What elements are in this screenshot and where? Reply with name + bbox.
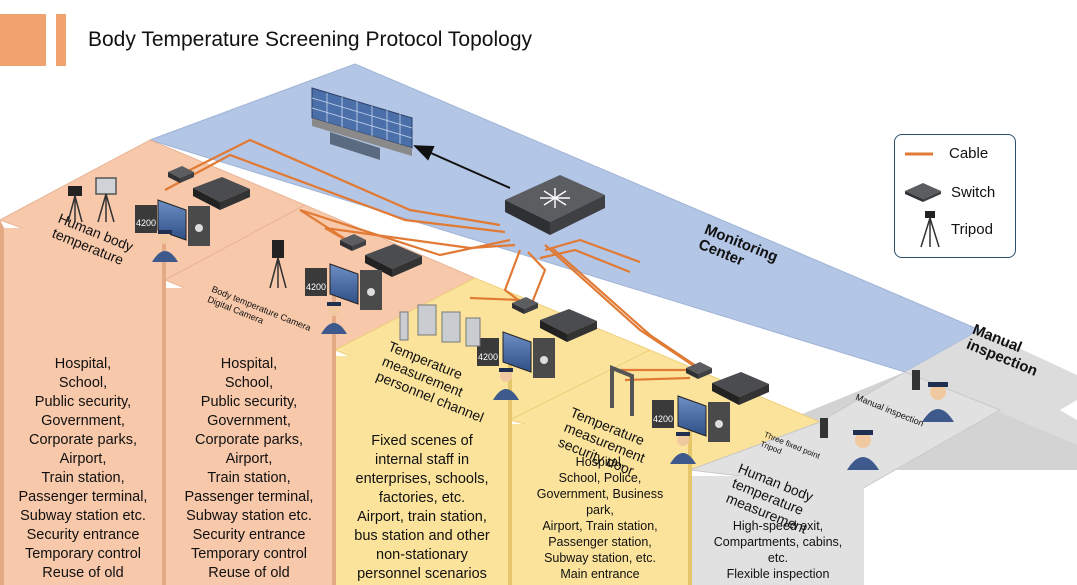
switch-icon-zone4 (686, 362, 712, 379)
column-2-text: Hospital, School, Public security, Governme… (166, 355, 332, 583)
cable-legend-icon (905, 152, 933, 155)
switch-icon-zone1 (168, 166, 194, 183)
column-line: Compartments, cabins, (713, 535, 843, 549)
legend-item-tripod: Tripod (903, 209, 993, 249)
legend-label-tripod: Tripod (951, 220, 993, 238)
guard-person-manual-2 (847, 430, 879, 470)
column-line: personnel scenarios (357, 566, 487, 582)
device-label-4200-4: 4200 (653, 414, 674, 424)
tripod-camera-zone1 (67, 177, 117, 223)
workstation-zone4 (652, 395, 730, 442)
page-title: Body Temperature Screening Protocol Topo… (88, 28, 532, 51)
column-line: Subway station, etc. (544, 551, 656, 565)
guard-person-zone2 (321, 302, 347, 334)
column-line: Public security, (34, 394, 132, 410)
column-line: Flexible inspection (726, 567, 830, 581)
nvr-box-zone4 (712, 372, 769, 405)
legend-label-cable: Cable (949, 145, 989, 162)
column-4-front (512, 424, 688, 585)
column-line: Subway station etc. (186, 508, 312, 524)
column-line: Government, (207, 413, 291, 429)
switch-icon-zone3 (512, 297, 538, 314)
column-line: enterprises, schools, (355, 471, 489, 487)
column-line: factories, etc. (378, 490, 466, 506)
guard-person-zone1 (152, 230, 178, 262)
column-line: Corporate parks, (195, 432, 303, 448)
guard-person-zone3 (493, 368, 519, 400)
legend-label-switch: Switch (951, 183, 996, 201)
title-accent-bar (56, 14, 66, 66)
column-line: Security entrance (192, 527, 306, 543)
column-line: Temporary control (190, 546, 308, 562)
column-line: Corporate parks, (29, 432, 137, 448)
tripod-legend-icon (920, 211, 940, 248)
column-line: Fixed scenes of (371, 433, 473, 449)
column-line: Hospital, (220, 356, 278, 372)
workstation-zone3 (477, 331, 555, 378)
column-1-front (4, 228, 162, 585)
guard-person-manual-1 (922, 382, 954, 422)
device-label-4200-1: 4200 (136, 218, 157, 228)
column-line: Hospital, (54, 356, 112, 372)
turnstile-gates-icon (399, 304, 481, 347)
column-line: Main entrance (560, 567, 640, 581)
column-line: Airport, Train station, (542, 519, 658, 533)
legend-item-cable: Cable (903, 145, 988, 162)
device-label-4200-3: 4200 (478, 352, 499, 362)
nvr-box-zone1 (193, 177, 250, 210)
column-line: Airport, train station, (357, 509, 487, 525)
device-label-4200-2: 4200 (306, 282, 327, 292)
column-line: Train station, (207, 470, 291, 486)
legend-box: Cable Switch Tripod (894, 134, 1016, 258)
column-line: Government, (41, 413, 125, 429)
column-line: School, Police, (558, 471, 642, 485)
column-line: Public security, (200, 394, 298, 410)
column-line: bus station and other (354, 528, 490, 544)
column-3-text: Fixed scenes of internal staff in enterpri… (336, 432, 508, 584)
column-line: Hospital, (575, 455, 625, 469)
column-line: etc. (767, 551, 789, 565)
column-line: non-stationary (376, 547, 468, 563)
guard-person-zone4 (670, 432, 696, 464)
column-line: Reuse of old (208, 565, 290, 581)
column-line: Train station, (41, 470, 125, 486)
column-1-text: Hospital, School, Public security, Governme… (4, 355, 162, 583)
core-to-videowall-arrow (413, 145, 511, 189)
column-2-front (166, 288, 332, 585)
column-line: Reuse of old (42, 565, 124, 581)
column-line: School, (224, 375, 274, 391)
column-line: Airport, (225, 451, 273, 467)
column-line: Temporary control (24, 546, 142, 562)
nvr-box-zone3 (540, 309, 597, 342)
workstation-zone2 (305, 263, 382, 310)
column-line: Passenger terminal, (18, 489, 148, 505)
switch-icon-zone2 (340, 234, 366, 251)
legend-item-switch: Switch (903, 181, 995, 203)
title-accent-block (0, 14, 46, 66)
column-line: internal staff in (374, 452, 470, 468)
tripod-camera-zone2 (269, 240, 287, 289)
column-line: Airport, (59, 451, 107, 467)
nvr-box-zone2 (365, 244, 422, 277)
column-line: Passenger station, (548, 535, 652, 549)
column-line: Subway station etc. (20, 508, 146, 524)
column-4-text: Hospital, School, Police, Government, Busi… (512, 454, 688, 582)
security-door-icon (610, 365, 634, 416)
column-line: High-speed exit, (732, 519, 824, 533)
column-line: Security entrance (26, 527, 140, 543)
handheld-thermometer-manual (820, 370, 920, 438)
column-5-text: High-speed exit, Compartments, cabins, etc… (692, 518, 864, 582)
column-line: park, (586, 503, 614, 517)
core-switch-icon (505, 175, 605, 235)
column-line: Government, Business (536, 487, 664, 501)
column-5-front (692, 476, 864, 585)
column-line: Passenger terminal, (184, 489, 314, 505)
switch-legend-icon (905, 183, 941, 202)
cable-lines (164, 138, 706, 382)
column-line: School, (58, 375, 108, 391)
column-3-front (336, 356, 508, 585)
video-wall-icon (311, 87, 413, 160)
